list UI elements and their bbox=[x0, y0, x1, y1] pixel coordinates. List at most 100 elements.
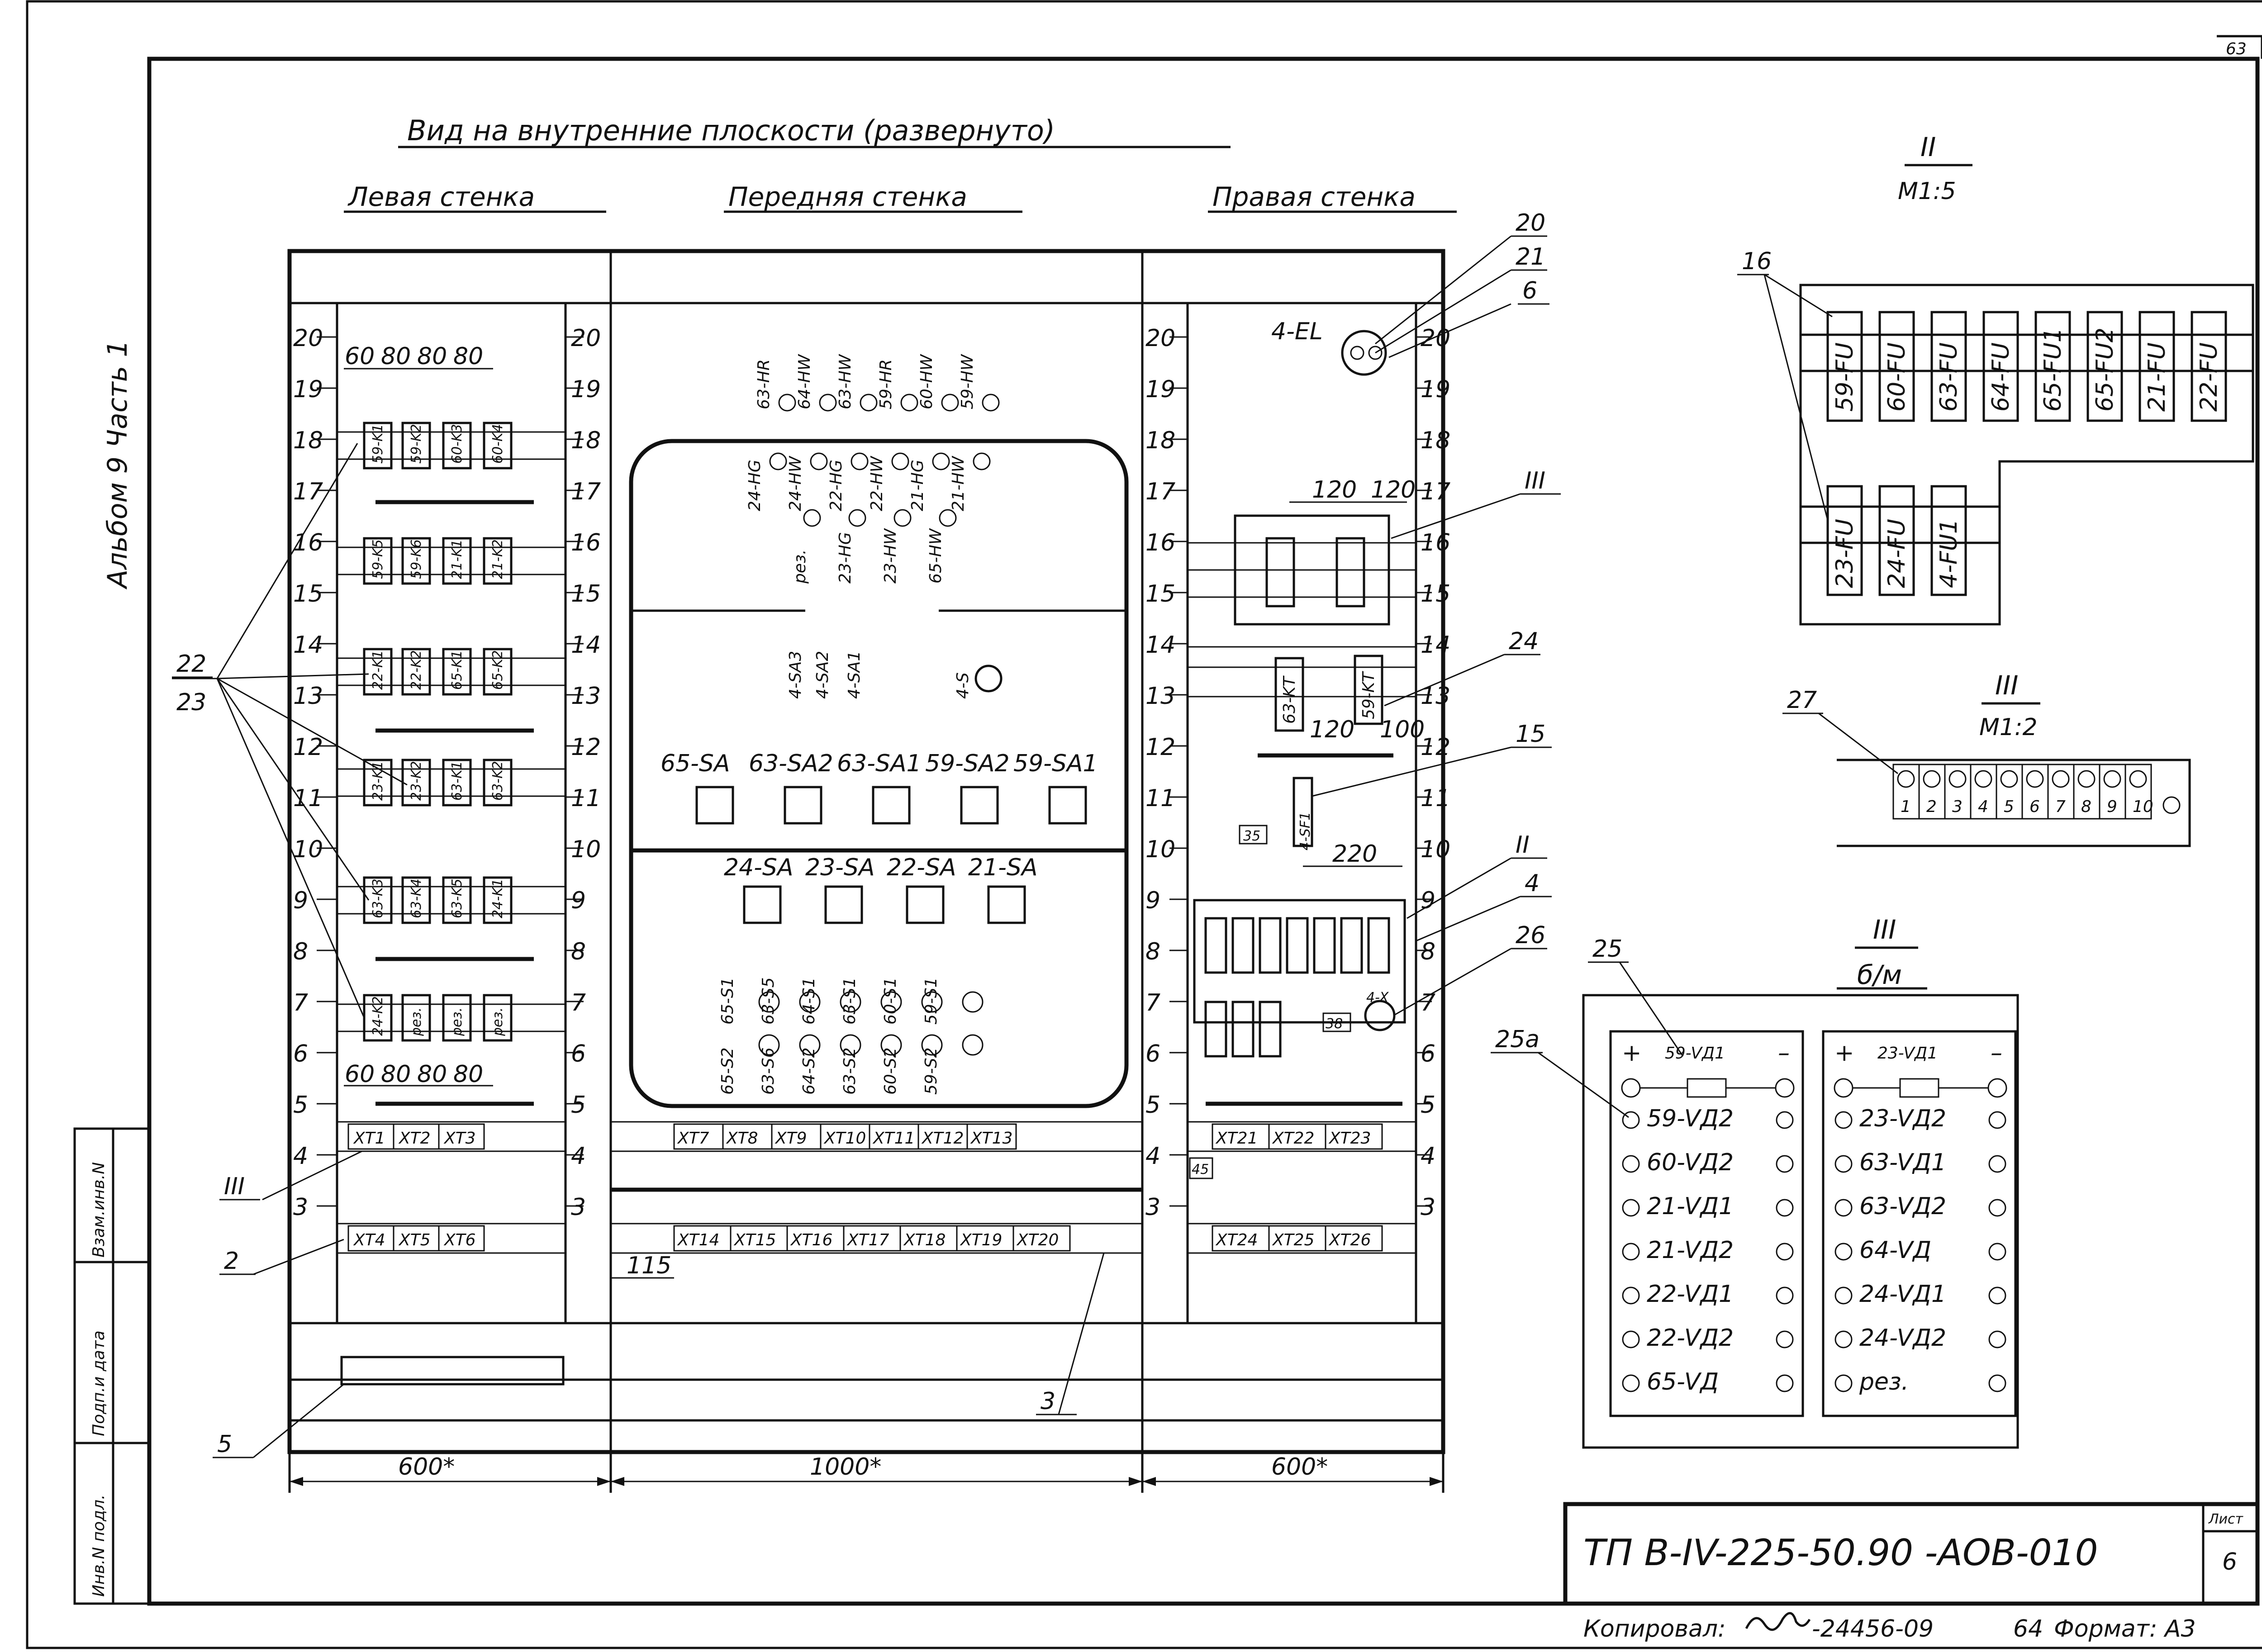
terminal-label: XT4 bbox=[353, 1231, 385, 1249]
row-label-right-outer: 9 bbox=[1421, 887, 1435, 914]
lamp-label: 59-HR bbox=[877, 359, 895, 409]
row-label-right: 19 bbox=[1145, 376, 1175, 403]
detail-III-callout: 27 bbox=[1787, 687, 1817, 714]
dim-bottom: 80 bbox=[381, 1061, 411, 1088]
board-pin bbox=[1988, 1286, 2006, 1305]
dim-bottom: 60 bbox=[345, 1061, 375, 1088]
fuse bbox=[1231, 1001, 1255, 1058]
terminal-label: XT10 bbox=[823, 1129, 866, 1148]
lamp-icon bbox=[941, 394, 959, 412]
row-label-right-outer: 16 bbox=[1421, 529, 1450, 556]
row-label-right-outer: 3 bbox=[1421, 1194, 1435, 1221]
relay bbox=[483, 422, 513, 470]
fuse-label: 21-FU bbox=[2143, 342, 2171, 412]
row-label-right-outer: 8 bbox=[1421, 938, 1435, 965]
callout-II: II bbox=[1516, 831, 1530, 859]
row-label-left-inner: 13 bbox=[571, 683, 601, 710]
relay-label: 65-K2 bbox=[490, 650, 506, 690]
callout-21: 21 bbox=[1516, 243, 1545, 271]
dim-top: 80 bbox=[417, 343, 447, 370]
stamp-designation: ТП В-IV-225-50.90 -АОВ-010 bbox=[1583, 1532, 2098, 1574]
button-label: 64-S1 bbox=[800, 977, 818, 1025]
dim-120: 120 bbox=[1371, 476, 1416, 503]
fuse-label: 24-FU bbox=[1883, 519, 1910, 588]
fuse-label: 22-FU bbox=[2195, 342, 2223, 412]
lamp-icon bbox=[982, 394, 1000, 412]
leader-line bbox=[1764, 274, 1833, 318]
switch-label: 4-SA1 bbox=[845, 651, 864, 699]
leader-line bbox=[1407, 857, 1511, 919]
title-block: Лист 6 ТП В-IV-225-50.90 -АОВ-010 Копиро… bbox=[1563, 1502, 2260, 1643]
width-dimensions: 600* 1000* 600* bbox=[288, 1452, 1445, 1493]
board-minus: – bbox=[1991, 1040, 2002, 1067]
relay bbox=[442, 422, 472, 470]
row-label-right: 15 bbox=[1145, 580, 1175, 608]
relay-label: 63-KT bbox=[1280, 675, 1299, 724]
terminal-label: XT15 bbox=[733, 1231, 776, 1249]
row-label-left-inner: 17 bbox=[571, 478, 601, 505]
switch-label: 59-SA1 bbox=[1013, 750, 1098, 777]
button-icon bbox=[758, 991, 780, 1013]
row-label-left: 11 bbox=[293, 785, 323, 812]
terminal-number: 8 bbox=[2081, 798, 2091, 816]
fuse bbox=[2191, 311, 2227, 422]
terminal bbox=[438, 1225, 485, 1252]
callout-22: 22 bbox=[176, 650, 206, 678]
board-row-label: 59-VД2 bbox=[1647, 1105, 1734, 1132]
switch-label: 21-SA bbox=[968, 854, 1038, 881]
board-pin bbox=[1621, 1078, 1641, 1098]
fuse bbox=[2138, 311, 2175, 422]
callout-2: 2 bbox=[224, 1248, 239, 1275]
switch-icon bbox=[974, 665, 1003, 693]
relay bbox=[483, 876, 513, 924]
dim-box bbox=[1322, 1012, 1351, 1032]
dim-120: 120 bbox=[1312, 476, 1357, 503]
leader-line bbox=[216, 443, 358, 679]
relay-box bbox=[1354, 655, 1383, 725]
relay bbox=[363, 759, 393, 807]
terminal-label: XT6 bbox=[443, 1231, 476, 1249]
enclosure bbox=[287, 249, 1445, 1454]
lamp-label: 21-HW bbox=[949, 456, 968, 511]
row-label-right-outer: 4 bbox=[1421, 1143, 1435, 1170]
leader-line bbox=[1619, 962, 1684, 1057]
lamp-label: 24-HW bbox=[786, 456, 805, 511]
dim-top: 80 bbox=[453, 343, 483, 370]
lamp-pin bbox=[1368, 346, 1383, 360]
button-label: 64-S2 bbox=[800, 1047, 818, 1095]
row-label-right: 13 bbox=[1145, 683, 1175, 710]
fuse bbox=[1878, 485, 1915, 596]
dim-120: 120 bbox=[1310, 716, 1354, 743]
switch-label: 4-S bbox=[954, 672, 972, 699]
terminal-label: XT20 bbox=[1016, 1231, 1059, 1249]
breaker-box bbox=[1293, 777, 1313, 847]
relay bbox=[363, 876, 393, 924]
board-pin bbox=[1776, 1374, 1794, 1392]
board-pin bbox=[1834, 1286, 1853, 1305]
lamp-label: 64-HW bbox=[795, 354, 814, 409]
button-icon bbox=[840, 1034, 861, 1056]
fuse-label: 64-FU bbox=[1987, 342, 2015, 412]
board-row-label: 21-VД2 bbox=[1647, 1237, 1734, 1264]
board-pin bbox=[1776, 1330, 1794, 1348]
switch-box bbox=[784, 786, 822, 825]
leader-line bbox=[1416, 896, 1521, 942]
fuse bbox=[1259, 1001, 1282, 1058]
dim-38: 38 bbox=[1326, 1016, 1343, 1032]
relay-label: 63-K1 bbox=[449, 761, 465, 801]
copied-code2: 64 bbox=[2013, 1615, 2043, 1643]
terminal bbox=[966, 1123, 1017, 1150]
row-label-left: 9 bbox=[293, 887, 308, 914]
board-pin bbox=[1834, 1330, 1853, 1348]
button-label: 63-S5 bbox=[759, 977, 778, 1025]
fuse bbox=[1982, 311, 2019, 422]
switch-label: 59-SA2 bbox=[925, 750, 1010, 777]
lamp-label: 60-HW bbox=[917, 354, 936, 409]
switch-box bbox=[743, 885, 782, 924]
fuse bbox=[1259, 917, 1282, 974]
side-strip: Взам.инв.N Подп.и дата Инв.N подл. bbox=[73, 1127, 151, 1605]
board-head: 59-VД1 bbox=[1665, 1044, 1725, 1063]
